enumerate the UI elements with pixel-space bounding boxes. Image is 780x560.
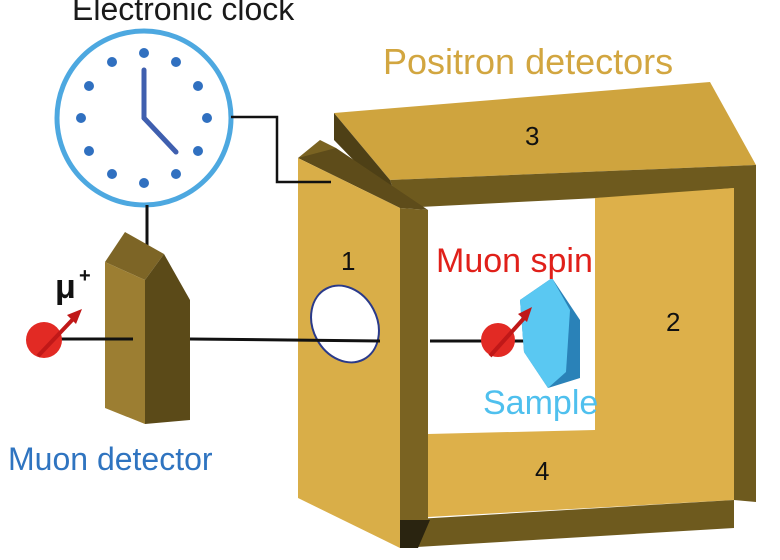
sample-muon-spin-arrow: [488, 314, 528, 358]
detector-2-front: [734, 165, 756, 502]
muon-detector-label: Muon detector: [8, 441, 213, 477]
detector-2-inner-face: [595, 188, 734, 500]
detector-4-number: 4: [535, 456, 549, 486]
muon-detector-front: [105, 262, 145, 424]
detector-1-top: [298, 148, 428, 210]
muon-spin-label: Muon spin: [436, 242, 593, 280]
box-corner-shadow: [400, 520, 430, 548]
muon-charge: +: [79, 265, 91, 287]
electronic-clock: [54, 28, 234, 208]
detector-1-number: 1: [341, 246, 355, 276]
clock-dot-3: [202, 113, 212, 123]
clock-dot-4: [193, 146, 203, 156]
clock-dot-8: [84, 146, 94, 156]
clock-dot-10: [84, 81, 94, 91]
clock-dot-9: [76, 113, 86, 123]
clock-dot-6: [139, 178, 149, 188]
clock-dot-1: [171, 57, 181, 67]
detector-3-number: 3: [525, 121, 539, 151]
detector-2-number: 2: [666, 307, 680, 337]
muon-detector: [105, 232, 190, 424]
muon-symbol: μ: [55, 268, 76, 306]
clock-dot-2: [193, 81, 203, 91]
detector-1-inner: [400, 208, 428, 548]
muon-detector-side: [145, 254, 190, 424]
incoming-muon-arrowhead: [67, 309, 82, 324]
incoming-muon: [26, 309, 82, 358]
incoming-muon-spin-arrow: [36, 315, 77, 358]
sample-label: Sample: [483, 384, 598, 422]
sample-muon-arrowhead: [518, 307, 532, 322]
sample-front: [520, 278, 570, 388]
electronic-clock-label: Electronic clock: [72, 0, 295, 27]
beam-line-middle: [189, 337, 381, 343]
positron-detector-box: [298, 82, 756, 548]
positron-detectors-label: Positron detectors: [383, 41, 673, 82]
sample-muon-ball: [481, 323, 515, 357]
clock-dot-11: [107, 57, 117, 67]
muon-detector-top: [105, 232, 164, 280]
clock-dot-5: [171, 169, 181, 179]
sample: [520, 278, 580, 388]
detector-3-top: [334, 82, 756, 180]
clock-dots: [76, 48, 212, 188]
detector-4-top: [410, 430, 734, 518]
clock-dot-12: [139, 48, 149, 58]
clock-dot-7: [107, 169, 117, 179]
detector-4-front: [400, 500, 734, 548]
sample-muon: [481, 307, 532, 358]
clock-hour-hand: [141, 115, 179, 155]
detector-3-front: [390, 165, 756, 208]
incoming-muon-ball: [26, 322, 62, 358]
clock-to-box-wire: [231, 115, 331, 184]
